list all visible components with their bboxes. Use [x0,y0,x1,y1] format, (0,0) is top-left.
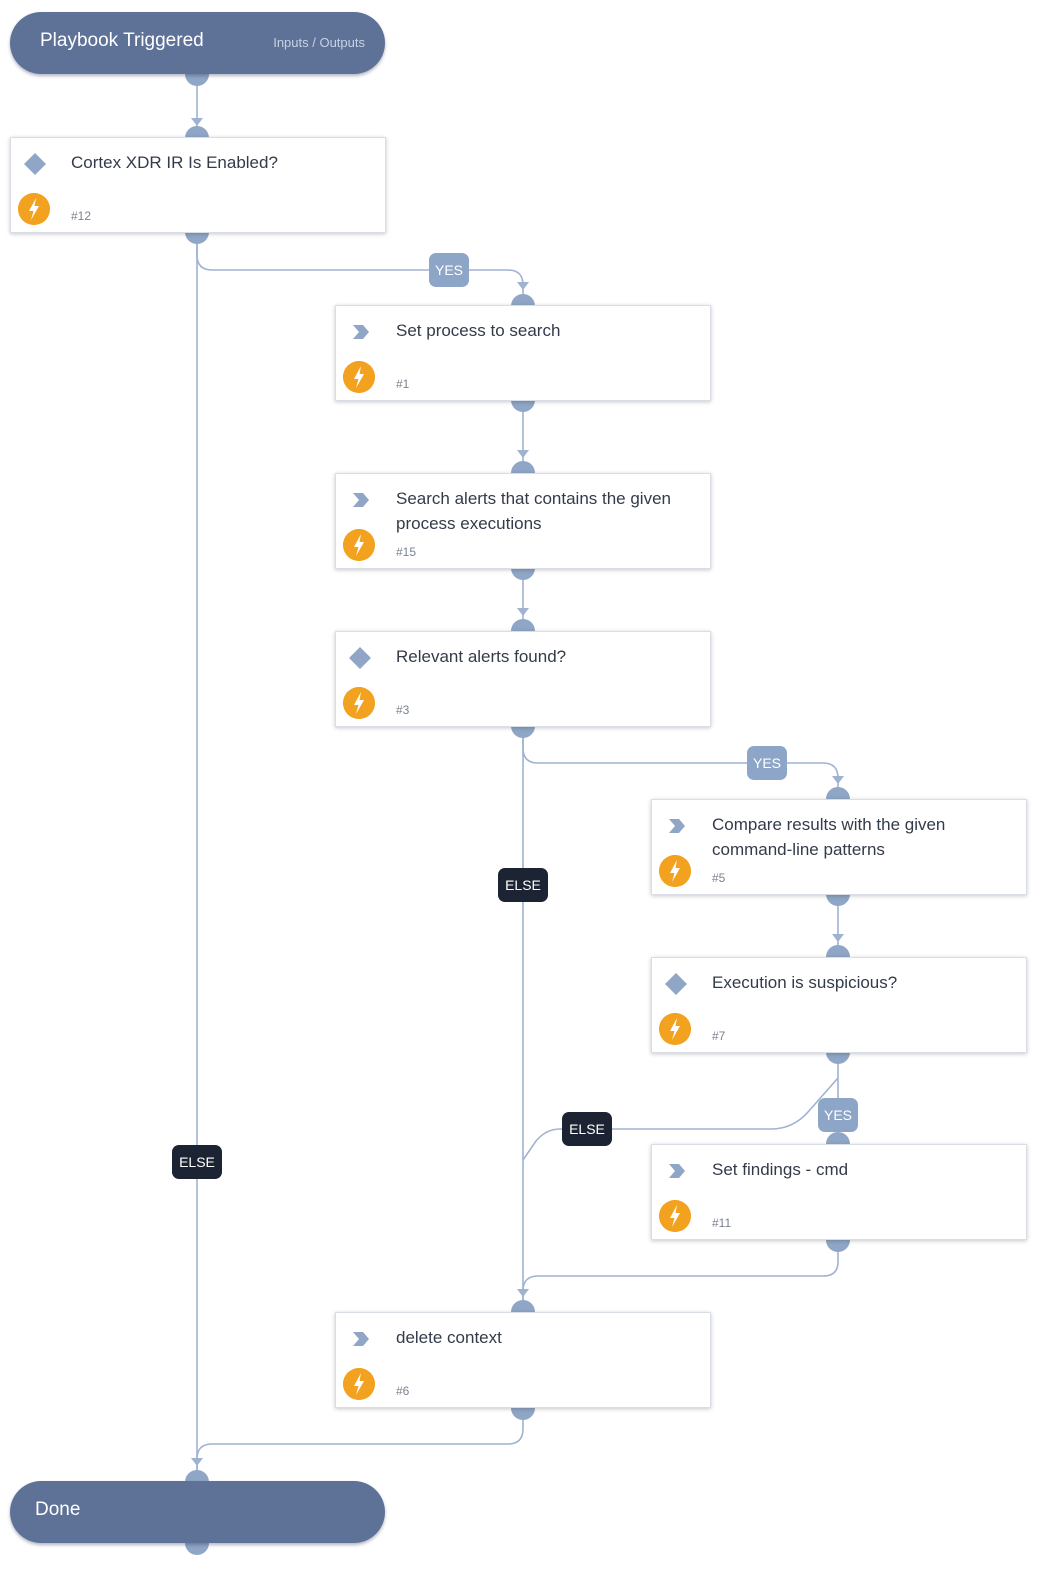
arrowhead [517,282,529,290]
task-number: #1 [396,377,410,391]
port-out [511,726,535,738]
condition-diamond-icon [24,153,46,175]
task-number: #11 [712,1216,732,1230]
arrowhead [832,934,844,942]
edge-11-to-6 [522,1240,839,1308]
task-title: delete context [396,1328,502,1347]
lightning-bolt-icon [343,361,375,393]
task-card[interactable]: Relevant alerts found? #3 [335,631,711,727]
action-chevron-icon [353,493,369,507]
task-title: Execution is suspicious? [712,973,898,992]
task-card[interactable]: Set findings - cmd #11 [651,1144,1027,1240]
port-in [185,1470,209,1482]
arrowhead [191,1458,203,1466]
port-out [511,400,535,412]
task-number: #15 [396,545,417,559]
task-number: #6 [396,1384,410,1398]
port-out [511,1408,535,1420]
task-number: #3 [396,703,410,717]
end-node-label: Done [35,1499,81,1520]
lightning-bolt-icon [659,1200,691,1232]
action-chevron-icon [669,1164,685,1178]
lightning-bolt-icon [18,193,50,225]
edge-3-yes-to-5 [522,726,839,795]
port-in [511,294,535,306]
start-node-label: Playbook Triggered [40,30,204,51]
task-card[interactable]: Execution is suspicious? #7 [651,957,1027,1053]
else-branch-label[interactable]: ELSE [498,868,548,902]
lightning-bolt-icon [343,529,375,561]
else-branch-label[interactable]: ELSE [172,1145,222,1179]
port-in [511,461,535,473]
port-in [511,1300,535,1312]
task-title: Relevant alerts found? [396,647,567,666]
edge-12-yes-to-1 [196,232,524,302]
edge-7-else-to-6 [522,1077,839,1161]
lightning-bolt-icon [659,855,691,887]
condition-diamond-icon [665,973,687,995]
task-card[interactable]: Cortex XDR IR Is Enabled? #12 [10,137,386,233]
port-in [826,1132,850,1144]
task-title: Compare results with the given command-l… [712,815,946,859]
port-out [826,894,850,906]
task-title: Cortex XDR IR Is Enabled? [71,153,278,172]
arrowhead [517,608,529,616]
action-chevron-icon [353,325,369,339]
task-number: #5 [712,871,726,885]
port-out [185,1543,209,1555]
action-chevron-icon [353,1332,369,1346]
port-in [511,619,535,631]
yes-branch-label[interactable]: YES [818,1098,858,1132]
task-number: #7 [712,1029,726,1043]
task-title: Set process to search [396,321,561,340]
task-title: Search alerts that contains the given pr… [396,489,671,533]
task-card[interactable]: Set process to search #1 [335,305,711,401]
arrowhead [832,776,844,784]
port-out [826,1240,850,1252]
condition-diamond-icon [349,647,371,669]
port-in [826,945,850,957]
end-node[interactable]: Done [10,1481,385,1543]
port-out [185,74,209,86]
arrowhead [191,118,203,126]
action-chevron-icon [669,819,685,833]
inputs-outputs-link[interactable]: Inputs / Outputs [273,35,365,50]
task-card[interactable]: Search alerts that contains the given pr… [335,473,711,569]
else-branch-label[interactable]: ELSE [562,1112,612,1146]
start-node[interactable]: Playbook Triggered Inputs / Outputs [10,12,385,74]
port-in [185,126,209,138]
task-card[interactable]: delete context #6 [335,1312,711,1408]
port-out [826,1052,850,1064]
port-in [826,787,850,799]
lightning-bolt-icon [343,687,375,719]
task-title: Set findings - cmd [712,1160,849,1179]
edge-6-to-done [196,1408,524,1478]
task-number: #12 [71,209,92,223]
yes-branch-label[interactable]: YES [429,253,469,287]
arrowhead [517,1289,529,1297]
yes-branch-label[interactable]: YES [747,746,787,780]
arrowhead [517,450,529,458]
port-out [185,232,209,244]
task-card[interactable]: Compare results with the given command-l… [651,799,1027,895]
lightning-bolt-icon [659,1013,691,1045]
lightning-bolt-icon [343,1368,375,1400]
port-out [511,568,535,580]
